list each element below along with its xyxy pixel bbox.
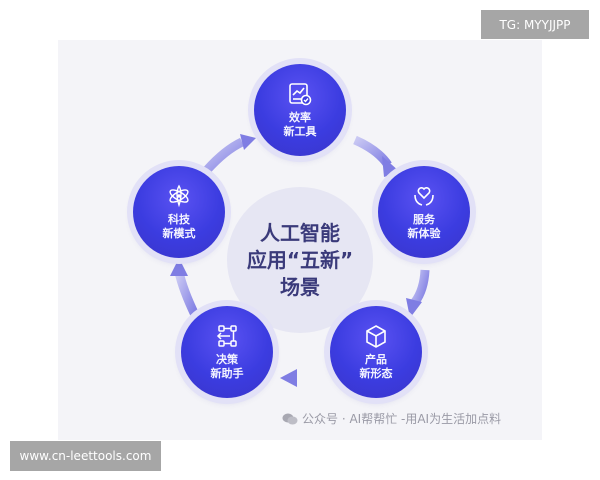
source-caption-text: 公众号 · AI帮帮忙 -用AI为生活加点料 <box>302 412 502 426</box>
center-title-line-1: 人工智能 <box>260 220 340 245</box>
arrowhead-icon <box>382 156 400 177</box>
arrow-right-to-bottomright <box>411 269 430 305</box>
center-title-line-2: 应用“五新” <box>246 247 354 272</box>
chart-check-icon <box>289 83 312 106</box>
node-efficiency: 效率 新工具 <box>254 64 346 156</box>
arrowhead-icon <box>406 298 422 318</box>
node-label-line-2: 新模式 <box>162 227 196 240</box>
source-caption: 公众号 · AI帮帮忙 -用AI为生活加点料 <box>282 410 501 427</box>
node-decision: 决策 新助手 <box>181 306 273 398</box>
atom-icon <box>169 184 189 208</box>
heart-hands-icon <box>414 187 434 206</box>
center-title-line-3: 场景 <box>280 274 320 299</box>
node-label-line-2: 新体验 <box>407 227 441 240</box>
flow-nodes-icon <box>216 325 237 347</box>
node-label-line-2: 新形态 <box>359 367 393 380</box>
cube-icon <box>366 325 386 348</box>
node-service: 服务 新体验 <box>378 166 470 258</box>
arrowhead-icon <box>280 369 297 387</box>
node-tech: 科技 新模式 <box>133 166 225 258</box>
node-label-line-1: 科技 <box>168 213 190 226</box>
node-product: 产品 新形态 <box>330 306 422 398</box>
wechat-icon <box>282 413 298 424</box>
node-label-line-2: 新工具 <box>283 125 317 138</box>
node-label-line-2: 新助手 <box>210 367 244 380</box>
watermark-top-right: TG: MYYJJPP <box>481 10 589 39</box>
node-label-line-1: 服务 <box>413 213 435 226</box>
node-label-line-1: 效率 <box>289 111 311 124</box>
arrow-bottomleft-to-left <box>174 270 200 317</box>
node-label-line-1: 产品 <box>365 353 387 366</box>
arrowhead-icon <box>240 134 256 150</box>
center-title-circle: 人工智能 应用“五新” 场景 <box>227 187 373 333</box>
arrowhead-icon <box>170 258 188 276</box>
watermark-bottom-left: www.cn-leettools.com <box>10 441 161 471</box>
node-label-line-1: 决策 <box>216 353 238 366</box>
arrow-left-to-top <box>203 137 245 174</box>
